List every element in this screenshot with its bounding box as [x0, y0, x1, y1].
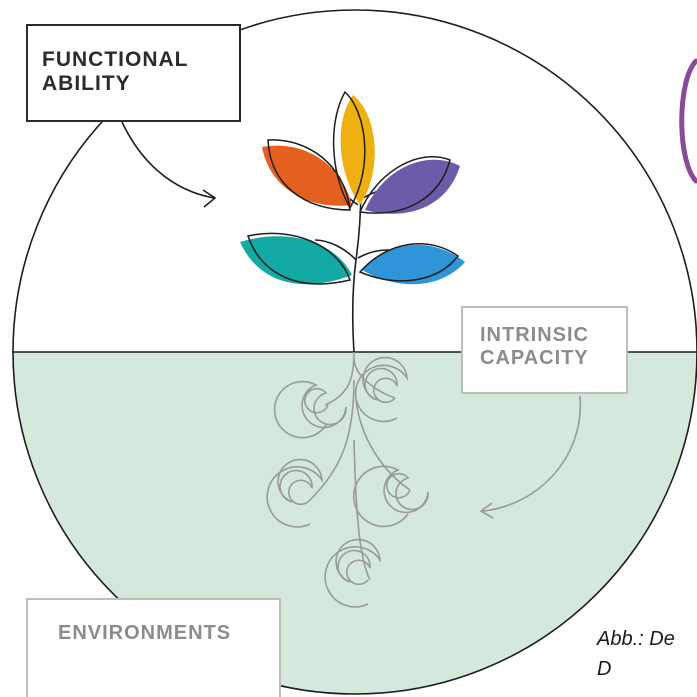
intrinsic-capacity-line-2: CAPACITY: [480, 347, 589, 369]
spiral-roots-icon: [266, 351, 429, 608]
environments-text: ENVIRONMENTS: [58, 622, 232, 644]
spiral-1: [273, 380, 347, 439]
leaf-upper-right: [365, 159, 460, 214]
root-stem: [309, 351, 411, 581]
environments-label: ENVIRONMENTS: [26, 598, 281, 697]
plant-stem: [314, 169, 411, 353]
logo-arc-icon: [679, 58, 697, 184]
figure-caption: Abb.: De D: [597, 624, 675, 684]
leaf-lower-left: [240, 236, 352, 285]
leaf-top: [340, 95, 375, 205]
spiral-2: [354, 356, 409, 423]
leaf-lower-right: [362, 244, 465, 285]
caption-line-1: Abb.: De: [597, 628, 675, 650]
functional-ability-label: FUNCTIONAL ABILITY: [26, 24, 241, 122]
plant-icon: [240, 90, 465, 353]
circle-outline: [12, 9, 697, 695]
spiral-4: [352, 465, 429, 528]
leaf-upper-left: [262, 145, 352, 206]
caption-line-2: D: [597, 658, 612, 680]
intrinsic-capacity-line-1: INTRINSIC: [480, 324, 589, 346]
curved-arrow-icon: [121, 121, 217, 208]
intrinsic-capacity-label: INTRINSIC CAPACITY: [461, 306, 628, 394]
leaf-outlines: [247, 90, 460, 285]
spiral-5: [324, 538, 382, 608]
curved-arrow-icon: [479, 395, 582, 519]
functional-ability-line-1: FUNCTIONAL: [42, 48, 189, 71]
functional-ability-line-2: ABILITY: [42, 72, 131, 96]
spiral-3: [266, 458, 324, 528]
